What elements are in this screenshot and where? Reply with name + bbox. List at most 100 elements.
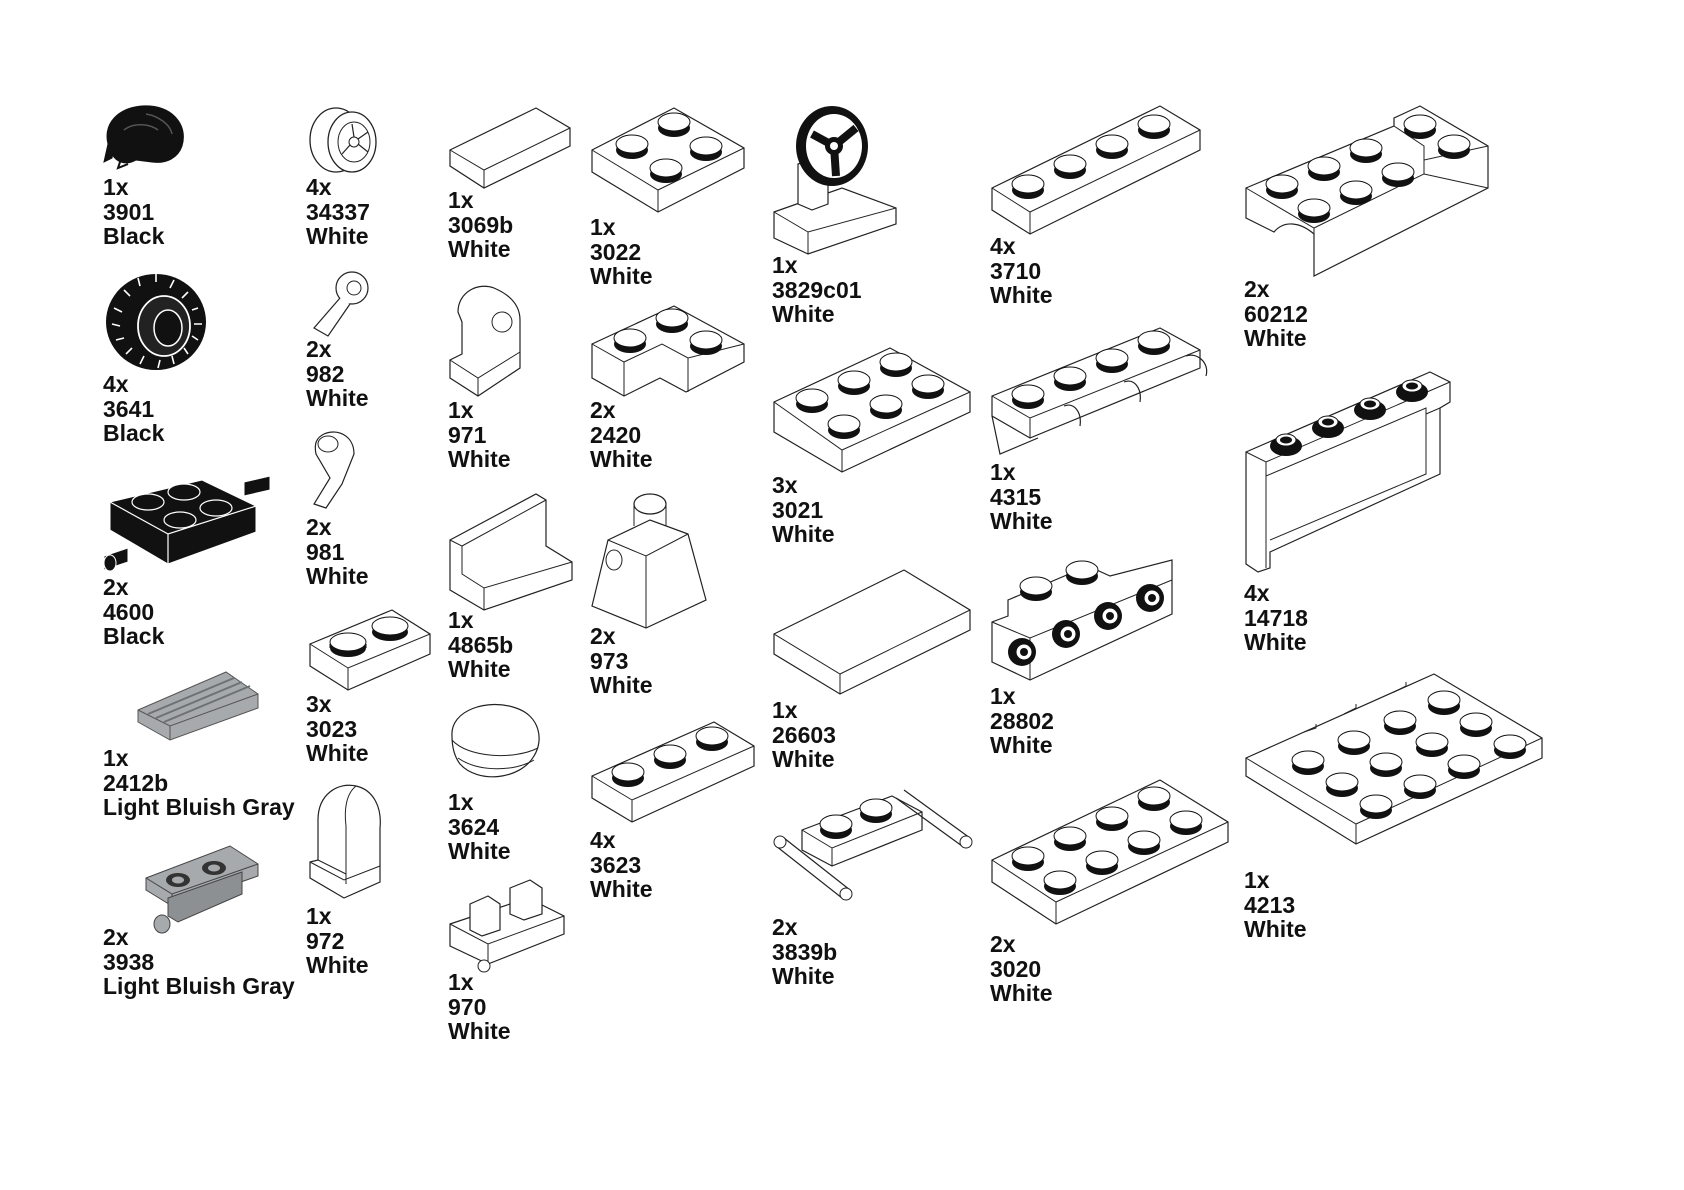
- part-number: 60212: [1244, 300, 1308, 327]
- quantity: 1x: [448, 187, 474, 213]
- part-number: 973: [590, 647, 629, 674]
- part-number: 3710: [990, 257, 1042, 284]
- part-number: 3069b: [448, 211, 514, 238]
- part-color: White: [448, 838, 511, 864]
- part-number: 28802: [990, 707, 1054, 734]
- quantity: 2x: [590, 397, 616, 423]
- bracket-plate-icon: [990, 552, 1174, 688]
- part-number: 3901: [103, 198, 155, 225]
- part-color: White: [448, 656, 511, 682]
- part-label: 2x 982 White: [306, 337, 369, 411]
- part-label: 1x 2412b Light Bluish Gray: [103, 746, 295, 820]
- quantity: 4x: [103, 371, 129, 397]
- quantity: 1x: [590, 214, 616, 240]
- quantity: 2x: [1244, 276, 1270, 302]
- quantity: 1x: [448, 607, 474, 633]
- part-label: 2x 2420 White: [590, 398, 653, 472]
- part-color: Light Bluish Gray: [103, 794, 295, 820]
- part-label: 1x 971 White: [448, 398, 511, 472]
- part-color: White: [990, 282, 1053, 308]
- part-color: Light Bluish Gray: [103, 973, 295, 999]
- wheel-rim-icon: [306, 104, 382, 176]
- part-number: 3624: [448, 813, 500, 840]
- part-color: White: [772, 963, 835, 989]
- part-number: 2420: [590, 421, 642, 448]
- part-label: 1x 3624 White: [448, 790, 511, 864]
- part-number: 3022: [590, 238, 642, 265]
- part-label: 1x 3022 White: [590, 215, 653, 289]
- part-color: Black: [103, 223, 165, 249]
- part-color: White: [1244, 629, 1307, 655]
- plate-1x2-icon: [308, 604, 432, 694]
- part-label: 3x 3023 White: [306, 692, 369, 766]
- plate-1x3-icon: [590, 720, 756, 826]
- window-frame-icon: [1244, 368, 1456, 580]
- leg-piece-icon: [448, 282, 528, 398]
- part-number: 14718: [1244, 604, 1308, 631]
- quantity: 1x: [1244, 867, 1270, 893]
- part-label: 1x 28802 White: [990, 684, 1054, 758]
- part-color: White: [448, 1018, 511, 1044]
- plate-2x3-icon: [772, 344, 972, 476]
- quantity: 1x: [448, 969, 474, 995]
- part-color: Black: [103, 623, 165, 649]
- part-label: 1x 3829c01 White: [772, 253, 862, 327]
- plate-corner-icon: [590, 304, 746, 404]
- part-color: White: [306, 952, 369, 978]
- part-number: 3829c01: [772, 276, 862, 303]
- grille-tile-icon: [134, 668, 262, 740]
- part-number: 3020: [990, 955, 1042, 982]
- quantity: 1x: [448, 789, 474, 815]
- part-color: White: [772, 521, 835, 547]
- part-number: 982: [306, 360, 345, 387]
- quantity: 3x: [772, 472, 798, 498]
- part-number: 3021: [772, 496, 824, 523]
- part-number: 3623: [590, 851, 642, 878]
- quantity: 1x: [306, 903, 332, 929]
- plate-1x4-icon: [990, 104, 1202, 236]
- part-number: 972: [306, 927, 345, 954]
- part-color: Black: [103, 420, 165, 446]
- axle-plate-icon: [104, 468, 270, 578]
- torso-icon: [590, 490, 710, 630]
- part-label: 1x 4315 White: [990, 460, 1053, 534]
- part-number: 4865b: [448, 631, 514, 658]
- quantity: 2x: [306, 514, 332, 540]
- part-color: White: [590, 672, 653, 698]
- quantity: 4x: [590, 827, 616, 853]
- part-number: 3641: [103, 395, 155, 422]
- arm-right-icon: [308, 428, 364, 514]
- quantity: 2x: [990, 931, 1016, 957]
- quantity: 3x: [306, 691, 332, 717]
- hinge-plate-icon: [990, 326, 1212, 456]
- part-color: White: [590, 446, 653, 472]
- part-color: White: [306, 385, 369, 411]
- leg-icon: [308, 780, 388, 900]
- quantity: 2x: [103, 574, 129, 600]
- part-number: 34337: [306, 198, 370, 225]
- quantity: 1x: [990, 459, 1016, 485]
- part-label: 1x 3069b White: [448, 188, 513, 262]
- quantity: 1x: [772, 697, 798, 723]
- part-color: White: [990, 732, 1053, 758]
- part-number: 3023: [306, 715, 358, 742]
- part-color: White: [448, 446, 511, 472]
- part-label: 4x 34337 White: [306, 175, 370, 249]
- part-number: 4315: [990, 483, 1042, 510]
- quantity: 2x: [590, 623, 616, 649]
- quantity: 2x: [772, 914, 798, 940]
- part-color: White: [306, 563, 369, 589]
- part-label: 1x 4865b White: [448, 608, 513, 682]
- tile-1x2-icon: [448, 104, 572, 188]
- part-color: White: [990, 980, 1053, 1006]
- part-label: 1x 972 White: [306, 904, 369, 978]
- part-color: White: [772, 301, 835, 327]
- quantity: 1x: [990, 683, 1016, 709]
- tire-icon: [106, 274, 206, 370]
- tile-2x3-icon: [772, 566, 972, 696]
- plate-2x2-icon: [590, 104, 746, 216]
- quantity: 2x: [103, 924, 129, 950]
- cap-icon: [448, 700, 544, 788]
- part-color: White: [1244, 325, 1307, 351]
- part-label: 2x 973 White: [590, 624, 653, 698]
